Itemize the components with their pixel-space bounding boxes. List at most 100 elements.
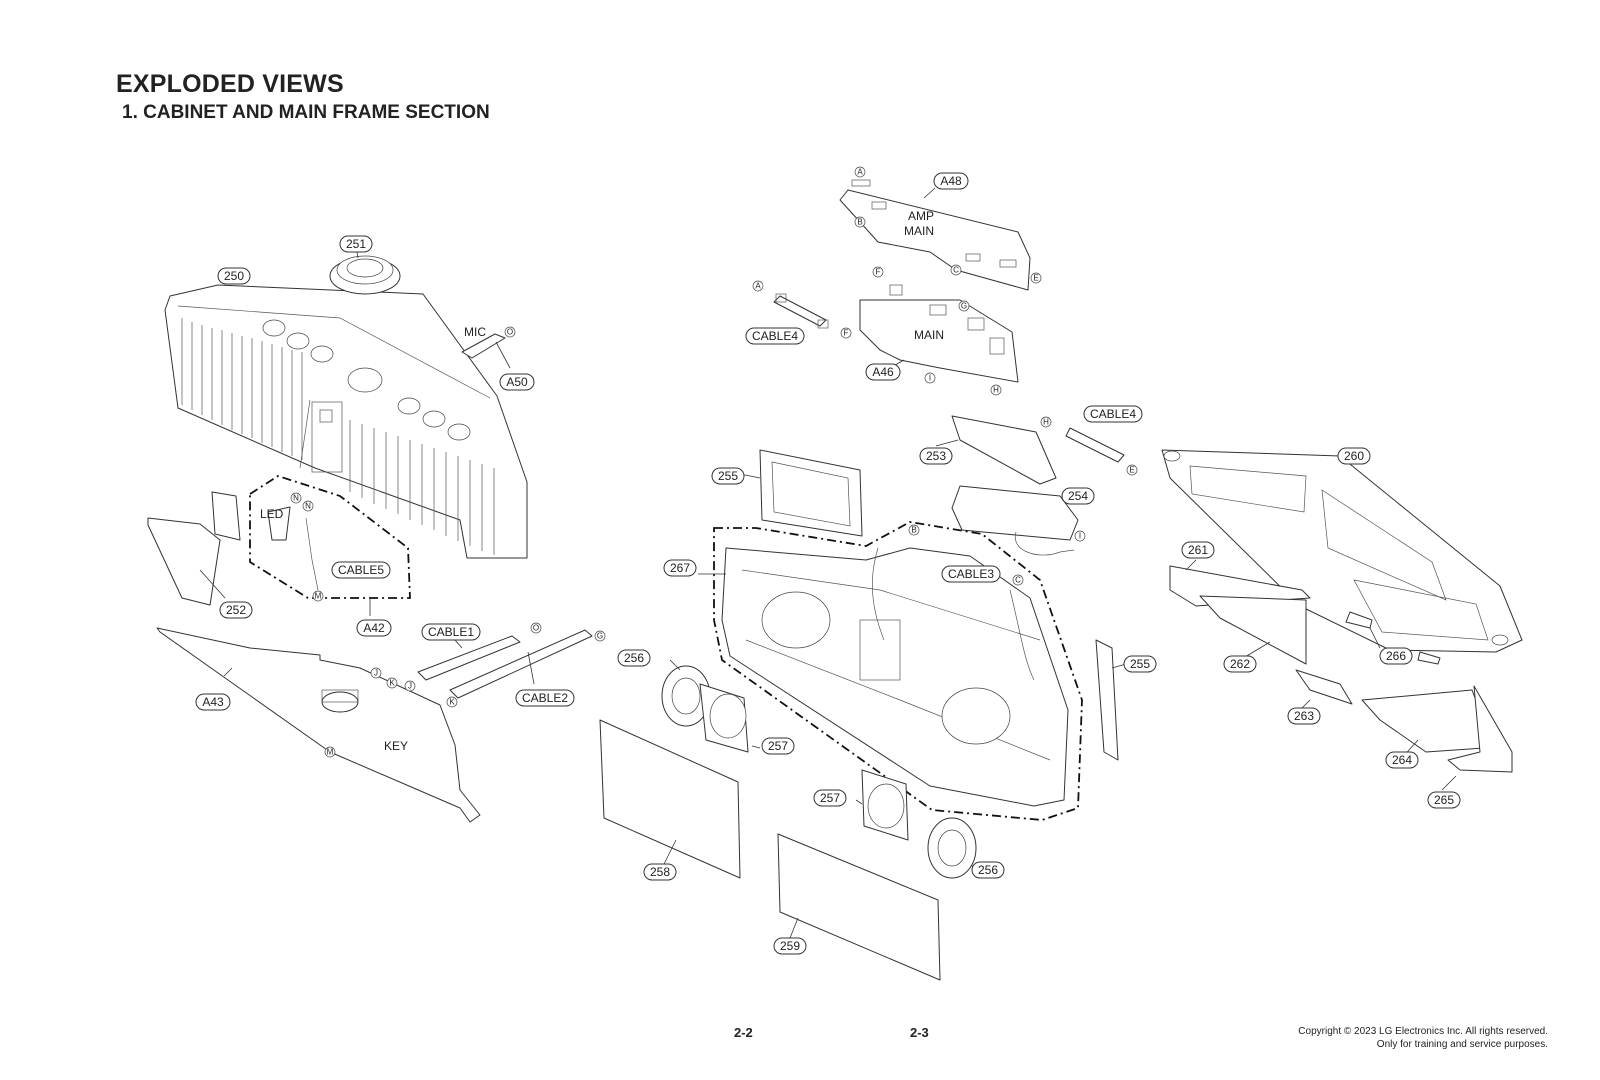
callout-263: 263	[1287, 707, 1321, 725]
group-a42-outline	[249, 475, 411, 599]
callout-cable3: CABLE3	[941, 565, 1001, 583]
svg-text:A42: A42	[363, 621, 385, 635]
copyright-notice: Copyright © 2023 LG Electronics Inc. All…	[1298, 1025, 1548, 1051]
key-label: KEY	[384, 739, 408, 753]
callout-257-right: 257	[813, 789, 847, 807]
svg-text:H: H	[1043, 418, 1049, 427]
connector-marker-i1: I	[924, 372, 936, 384]
svg-text:J: J	[374, 669, 378, 678]
part-a43-key-board	[156, 627, 481, 823]
svg-text:264: 264	[1392, 753, 1412, 767]
svg-text:K: K	[449, 698, 455, 707]
connector-marker-c1: C	[950, 264, 962, 276]
connector-marker-j2: J	[404, 680, 416, 692]
callout-266: 266	[1379, 647, 1413, 665]
callout-262: 262	[1223, 655, 1257, 673]
callout-267: 267	[663, 559, 697, 577]
svg-text:254: 254	[1068, 489, 1088, 503]
svg-text:CABLE4: CABLE4	[752, 329, 798, 343]
connector-marker-m1: M	[312, 590, 324, 602]
svg-text:A50: A50	[506, 375, 528, 389]
connector-marker-g2: G	[594, 630, 606, 642]
svg-text:263: 263	[1294, 709, 1314, 723]
callout-a46: A46	[865, 363, 901, 381]
svg-text:E: E	[1033, 274, 1038, 283]
amp-main-label: MAIN	[904, 224, 934, 238]
svg-text:E: E	[1129, 466, 1134, 475]
callout-256-left: 256	[617, 649, 651, 667]
callout-251: 251	[339, 235, 373, 253]
callout-253: 253	[919, 447, 953, 465]
callout-cable5: CABLE5	[331, 561, 391, 579]
svg-text:N: N	[305, 502, 311, 511]
page-number-right: 2-3	[910, 1025, 929, 1040]
led-label: LED	[260, 507, 284, 521]
callout-cable1: CABLE1	[421, 623, 481, 641]
callout-cable2: CABLE2	[515, 689, 575, 707]
mic-label: MIC	[464, 325, 486, 339]
svg-text:C: C	[953, 266, 959, 275]
svg-text:CABLE4: CABLE4	[1090, 407, 1136, 421]
svg-text:250: 250	[224, 269, 244, 283]
svg-text:267: 267	[670, 561, 690, 575]
svg-text:G: G	[597, 632, 603, 641]
connector-marker-m2: M	[324, 746, 336, 758]
connector-marker-c2: C	[1012, 574, 1024, 586]
connector-marker-i2: I	[1074, 530, 1086, 542]
svg-text:N: N	[293, 494, 299, 503]
connector-marker-e2: E	[1126, 464, 1138, 476]
svg-text:M: M	[315, 592, 322, 601]
svg-text:K: K	[389, 679, 395, 688]
svg-text:262: 262	[1230, 657, 1250, 671]
callout-a48: A48	[933, 172, 969, 190]
svg-text:F: F	[844, 329, 849, 338]
copyright-line-1: Copyright © 2023 LG Electronics Inc. All…	[1298, 1026, 1548, 1037]
page-title: EXPLODED VIEWS	[116, 70, 344, 98]
part-cables-1-2	[417, 629, 593, 699]
svg-text:261: 261	[1188, 543, 1208, 557]
callout-265: 265	[1427, 791, 1461, 809]
svg-text:A48: A48	[940, 174, 962, 188]
connector-marker-n2: N	[302, 500, 314, 512]
svg-text:257: 257	[820, 791, 840, 805]
svg-text:M: M	[327, 748, 334, 757]
callout-259: 259	[773, 937, 807, 955]
svg-text:265: 265	[1434, 793, 1454, 807]
svg-text:CABLE1: CABLE1	[428, 625, 474, 639]
copyright-line-2: Only for training and service purposes.	[1376, 1039, 1548, 1050]
svg-text:255: 255	[718, 469, 738, 483]
connector-marker-a2: A	[752, 280, 764, 292]
svg-text:H: H	[993, 386, 999, 395]
page-number-left: 2-2	[734, 1025, 753, 1040]
callout-cable4-upper: CABLE4	[745, 327, 805, 345]
connector-marker-o1: O	[504, 326, 516, 338]
connector-marker-b1: B	[854, 216, 866, 228]
callout-261: 261	[1181, 541, 1215, 559]
svg-text:A46: A46	[872, 365, 894, 379]
part-253-bracket	[935, 415, 1057, 485]
svg-text:J: J	[408, 682, 412, 691]
callout-a50: A50	[499, 373, 535, 391]
svg-text:F: F	[876, 268, 881, 277]
svg-text:256: 256	[978, 863, 998, 877]
part-256-257-speakers-right	[855, 769, 981, 879]
svg-text:I: I	[929, 374, 931, 383]
callout-254: 254	[1061, 487, 1095, 505]
callout-257-left: 257	[761, 737, 795, 755]
group-267-outline	[713, 521, 1083, 821]
callout-258: 258	[643, 863, 677, 881]
section-subtitle: 1. CABINET AND MAIN FRAME SECTION	[122, 102, 490, 123]
svg-text:259: 259	[780, 939, 800, 953]
connector-marker-j1: J	[370, 667, 382, 679]
connector-marker-b2: B	[908, 524, 920, 536]
part-254-battery	[951, 485, 1079, 556]
callout-255-upper: 255	[711, 467, 745, 485]
part-260-rear-cover	[1161, 449, 1523, 653]
connector-marker-o2: O	[530, 622, 542, 634]
connector-marker-f2: F	[872, 266, 884, 278]
part-264-265-side-covers	[1361, 685, 1513, 791]
svg-text:CABLE2: CABLE2	[522, 691, 568, 705]
svg-text:C: C	[1015, 576, 1021, 585]
svg-text:266: 266	[1386, 649, 1406, 663]
